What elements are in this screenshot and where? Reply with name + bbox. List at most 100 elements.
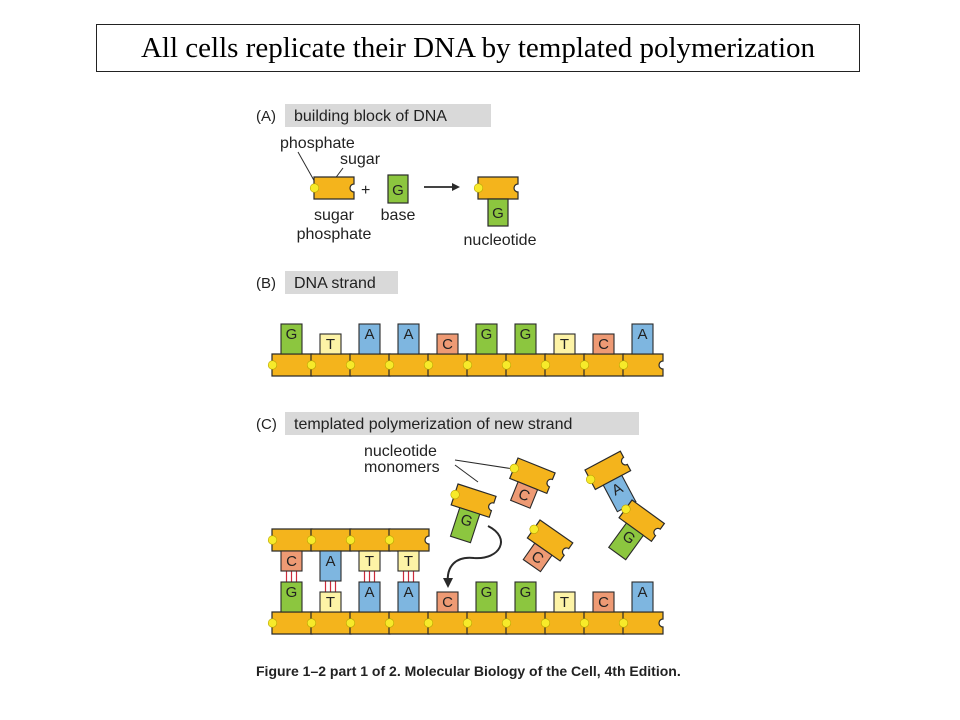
strand-b-base-4-letter: C [442,336,453,353]
new-strand-base-3-block [397,550,420,572]
panel-a-banner: building block of DNA [294,108,447,125]
free-nucleotide-3: G [607,497,665,561]
slide-title: All cells replicate their DNA by templat… [96,24,860,72]
strand-b-base-6-block [514,323,537,355]
new-strand-sugar-phosphate-2 [345,528,391,552]
hydrogen-bonds [285,571,415,592]
template-base-6-block [514,581,537,613]
sugar-phosphate-label-2: phosphate [297,226,372,243]
template-sugar-phosphate-6 [501,611,547,635]
panel-a-label: (A) [256,108,276,125]
new-strand-base-2-block [358,550,381,572]
strand-b-base-1-block [319,333,342,355]
base-g-letter: G [392,182,404,199]
free-nucleotide-0: G [446,482,497,544]
template-base-9-letter: A [637,584,647,601]
base-label: base [381,207,416,224]
monomers-pointer-1 [454,459,521,471]
strand-b-base-6-letter: G [520,326,532,343]
panel-c: (C) templated polymerization of new stra… [256,412,665,635]
template-sugar-phosphate-5 [462,611,508,635]
strand-b-sugar-phosphate-5 [462,353,508,377]
plus-sign: + [361,182,370,199]
strand-b-base-5-block [475,323,498,355]
strand-b-base-2-letter: A [364,326,374,343]
template-base-4-block [436,591,459,613]
template-sugar-phosphate-4 [423,611,469,635]
panel-c-label: (C) [256,416,277,433]
new-strand-base-1-letter: A [325,553,335,570]
sugar-phosphate-unit [309,176,355,200]
template-base-7-block [553,591,576,613]
monomers-pointer-2 [454,464,479,483]
strand-b-sugar-phosphate-6 [501,353,547,377]
monomers-label-1: nucleotide [364,443,437,460]
panel-b-banner: DNA strand [294,275,376,292]
strand-b-base-1-letter: T [326,336,335,353]
template-base-7-letter: T [560,594,569,611]
panel-c-banner-bg [285,412,639,435]
strand-b-base-7-letter: T [560,336,569,353]
template-sugar-phosphate-8 [579,611,625,635]
template-sugar-phosphate-2 [345,611,391,635]
phosphate-pointer [297,151,317,185]
free-nucleotide-4-base-block [522,542,553,573]
strand-b-base-8-block [592,333,615,355]
strand-b-sugar-phosphate-3 [384,353,430,377]
figure-caption: Figure 1–2 part 1 of 2. Molecular Biolog… [256,663,681,679]
template-sugar-phosphate-3 [384,611,430,635]
free-nucleotide-1: C [505,455,556,509]
template-base-1-letter: T [326,594,335,611]
strand-b-base-9-letter: A [637,326,647,343]
template-sugar-phosphate-0 [267,611,313,635]
template-sugar-phosphate-7 [540,611,586,635]
strand-b-sugar-phosphate-7 [540,353,586,377]
nucleotide-sugar-phosphate [473,176,519,200]
monomers-label-2: monomers [364,459,440,476]
new-strand-sugar-phosphate-1 [306,528,352,552]
sugar-label: sugar [340,151,381,168]
free-nucleotide-0-base-letter: G [458,511,474,531]
free-nucleotide-4: C [522,517,574,573]
free-nucleotide-1-base-block [509,481,539,509]
template-base-8-block [592,591,615,613]
panel-b-banner-bg [285,271,398,294]
strand-b-sugar-phosphate-4 [423,353,469,377]
new-strand-sugar-phosphate-3 [384,528,430,552]
new-strand-base-2-letter: T [365,553,374,570]
strand-b-base-3-letter: A [403,326,413,343]
template-base-2-block [358,581,381,613]
strand-b-base-0-block [280,323,303,355]
phosphate-label: phosphate [280,135,355,152]
template-base-4-letter: C [442,594,453,611]
template-sugar-phosphate-1 [306,611,352,635]
sugar-phosphate-label-1: sugar [314,207,355,224]
base-g-block [387,174,409,204]
template-base-6-letter: G [520,584,532,601]
strand-b-base-8-letter: C [598,336,609,353]
panel-a-banner-bg [285,104,491,127]
template-base-3-block [397,581,420,613]
strand-b-sugar-phosphate-2 [345,353,391,377]
panel-c-banner: templated polymerization of new strand [294,416,572,433]
panel-b-label: (B) [256,275,276,292]
new-strand-base-3-letter: T [404,553,413,570]
template-base-0-block [280,581,303,613]
template-base-5-letter: G [481,584,493,601]
strand-b-base-0-letter: G [286,326,298,343]
new-strand-sugar-phosphate-0 [267,528,313,552]
template-base-9-block [631,581,654,613]
template-base-2-letter: A [364,584,374,601]
strand-b-sugar-phosphate-0 [267,353,313,377]
template-base-1-block [319,591,342,613]
strand-b-sugar-phosphate-9 [618,353,664,377]
new-strand-base-0-block [280,550,303,572]
template-sugar-phosphate-9 [618,611,664,635]
new-strand-base-1-block [319,550,342,582]
